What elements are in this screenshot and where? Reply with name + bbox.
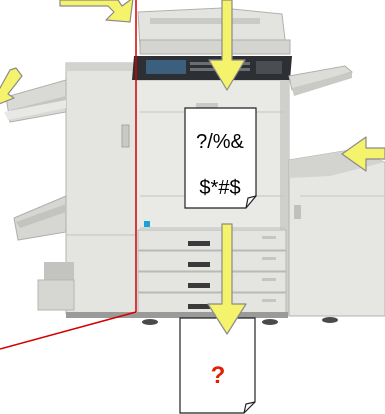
- large-capacity-tray: [289, 150, 385, 316]
- document-sheet-upper: ?/%& $*#$: [185, 108, 256, 208]
- finisher-trays: [4, 80, 66, 240]
- paper-drawers: [138, 230, 286, 313]
- arrow-down-right-icon: [60, 0, 133, 22]
- status-light: [144, 221, 150, 227]
- document-text-line-2: $*#$: [199, 177, 240, 199]
- question-mark-label: ?: [211, 362, 226, 389]
- output-tray-right: [289, 66, 352, 96]
- document-sheet-lower: ?: [180, 318, 255, 413]
- document-feeder: [138, 8, 290, 54]
- document-text-line-1: ?/%&: [196, 131, 244, 153]
